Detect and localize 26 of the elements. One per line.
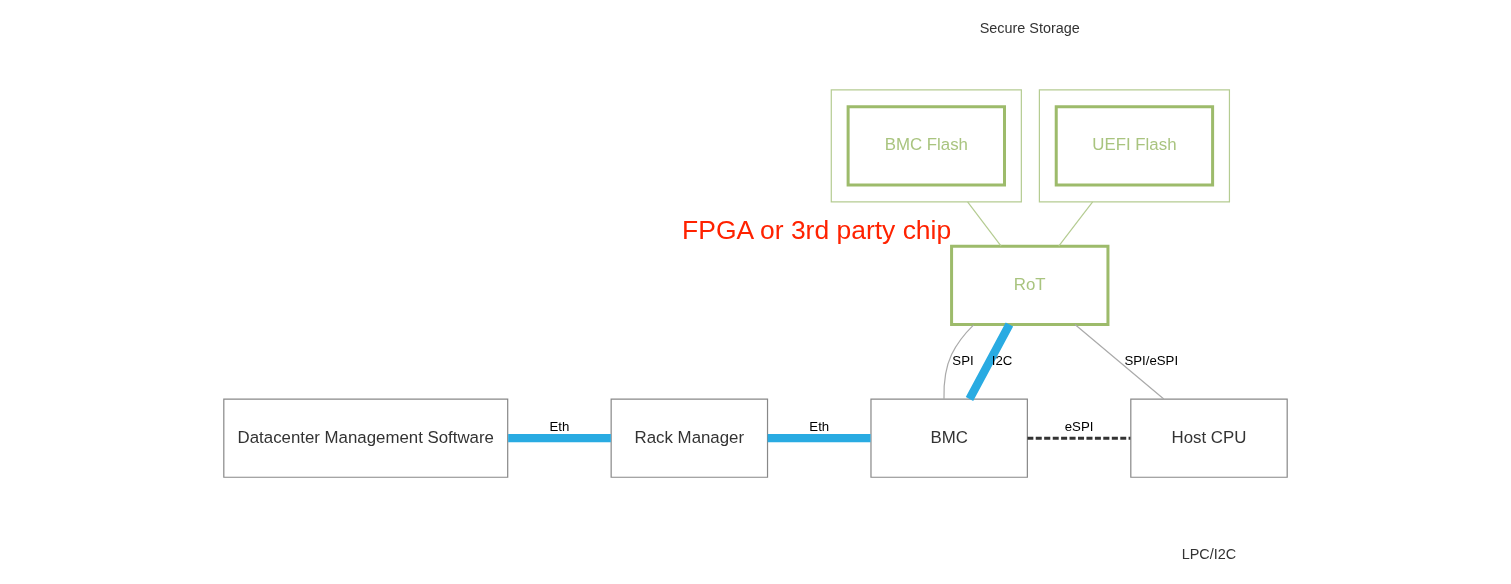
connector <box>1027 436 1131 440</box>
label: LPC/I2C <box>1181 545 1237 562</box>
node-box: RoT <box>950 244 1110 326</box>
node-label: FPGA or 3rd party chip <box>682 214 952 245</box>
connector <box>767 433 871 443</box>
node-box: Rack Manager <box>610 398 769 478</box>
edge-label: SPI/eSPI <box>1124 353 1179 369</box>
node-box: Datacenter Management Software <box>223 398 509 478</box>
node-box: BMC <box>870 398 1028 478</box>
connector <box>967 201 1002 247</box>
connector <box>943 324 975 400</box>
node-box: Host CPU <box>1130 398 1288 478</box>
connector <box>1058 201 1094 247</box>
edge-label: Eth <box>809 418 830 434</box>
cluster <box>1038 89 1231 203</box>
connector <box>1074 323 1165 400</box>
label: Secure Storage <box>979 19 1080 36</box>
connector <box>508 433 611 443</box>
edge-label: Eth <box>549 418 570 434</box>
edge-label: eSPI <box>1064 418 1094 434</box>
node-box: UEFI Flash <box>1054 105 1215 187</box>
edge-label: I2C <box>991 353 1013 369</box>
edge-label: SPI <box>952 353 974 369</box>
cluster <box>830 89 1022 203</box>
node-box: BMC Flash <box>846 105 1006 187</box>
connector <box>965 322 1014 401</box>
